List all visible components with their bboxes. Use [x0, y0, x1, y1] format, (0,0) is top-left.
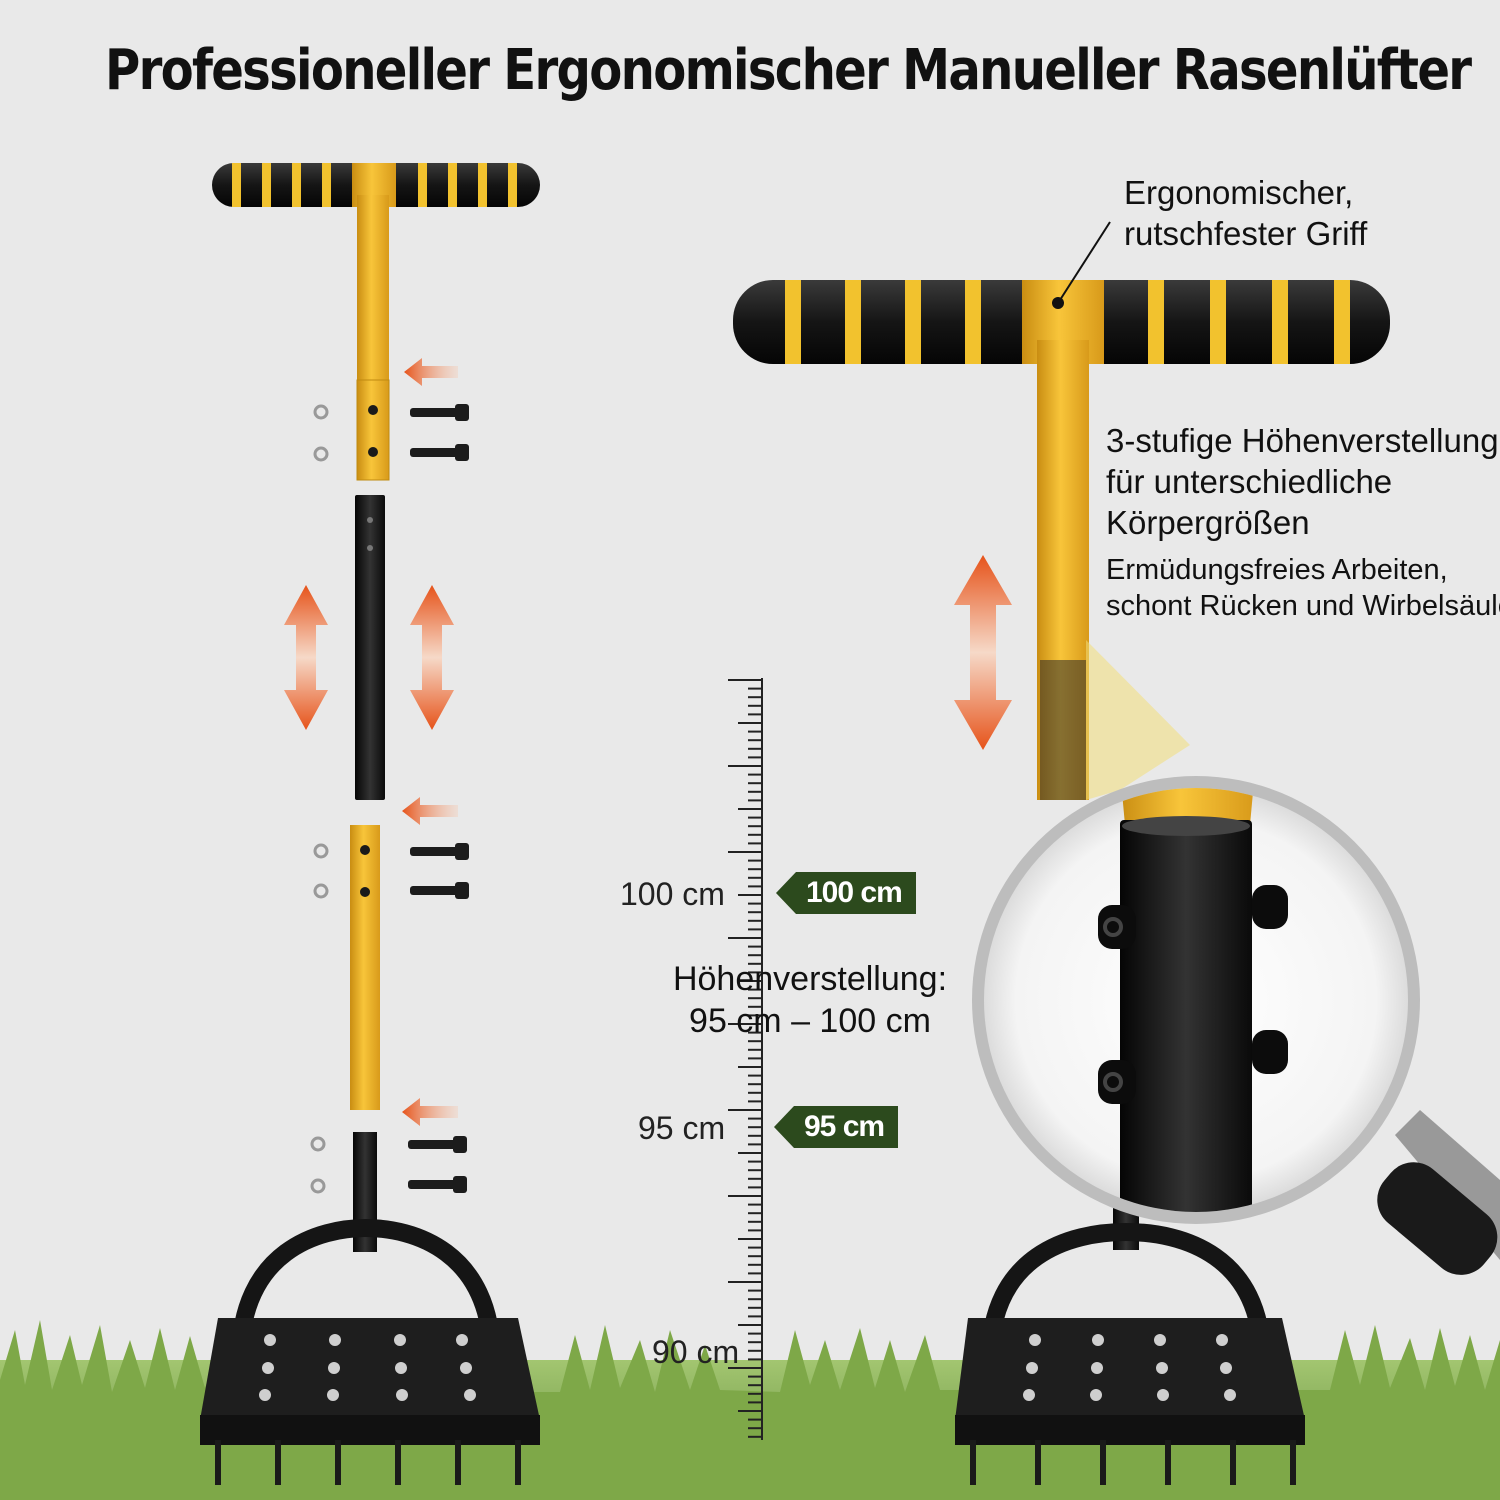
ruler-label-90: 90 cm	[652, 1334, 740, 1370]
ruler-label-95: 95 cm	[638, 1110, 726, 1146]
grip-callout: Ergonomischer, rutschfester Griff	[1124, 172, 1367, 254]
exploded-view-aerator	[200, 163, 540, 1485]
height-tag-100: 100 cm	[776, 872, 916, 914]
height-ruler	[728, 678, 763, 1440]
callout-line	[1059, 221, 1111, 301]
up-down-arrow-icon	[954, 555, 1012, 750]
fatigue-callout-line2: schont Rücken und Wirbelsäule	[1106, 590, 1500, 622]
height-callout: 3-stufige Höhenverstellung für unterschi…	[1106, 420, 1499, 543]
height-callout-line3: Körpergrößen	[1106, 504, 1310, 541]
height-adjustment-value: 95 cm – 100 cm	[689, 1002, 931, 1040]
up-down-arrow-icon	[284, 585, 454, 730]
insert-arrow-icon	[402, 358, 458, 1126]
grip-callout-line1: Ergonomischer,	[1124, 174, 1354, 211]
height-adjustment-range: Höhenverstellung: 95 cm – 100 cm	[660, 958, 960, 1042]
ruler-label-100: 100 cm	[620, 876, 725, 912]
height-callout-line1: 3-stufige Höhenverstellung	[1106, 422, 1499, 459]
grip-callout-line2: rutschfester Griff	[1124, 215, 1368, 252]
page-title: Professioneller Ergonomischer Manueller …	[105, 38, 1472, 103]
assembled-aerator	[733, 221, 1390, 1485]
fatigue-callout: Ermüdungsfreies Arbeiten, schont Rücken …	[1106, 552, 1500, 624]
height-adjustment-label: Höhenverstellung:	[672, 960, 948, 998]
height-tag-95: 95 cm	[773, 1106, 899, 1148]
magnifier-detail	[972, 776, 1500, 1275]
height-callout-line2: für unterschiedliche	[1106, 463, 1393, 500]
fatigue-callout-line1: Ermüdungsfreies Arbeiten,	[1106, 554, 1448, 586]
